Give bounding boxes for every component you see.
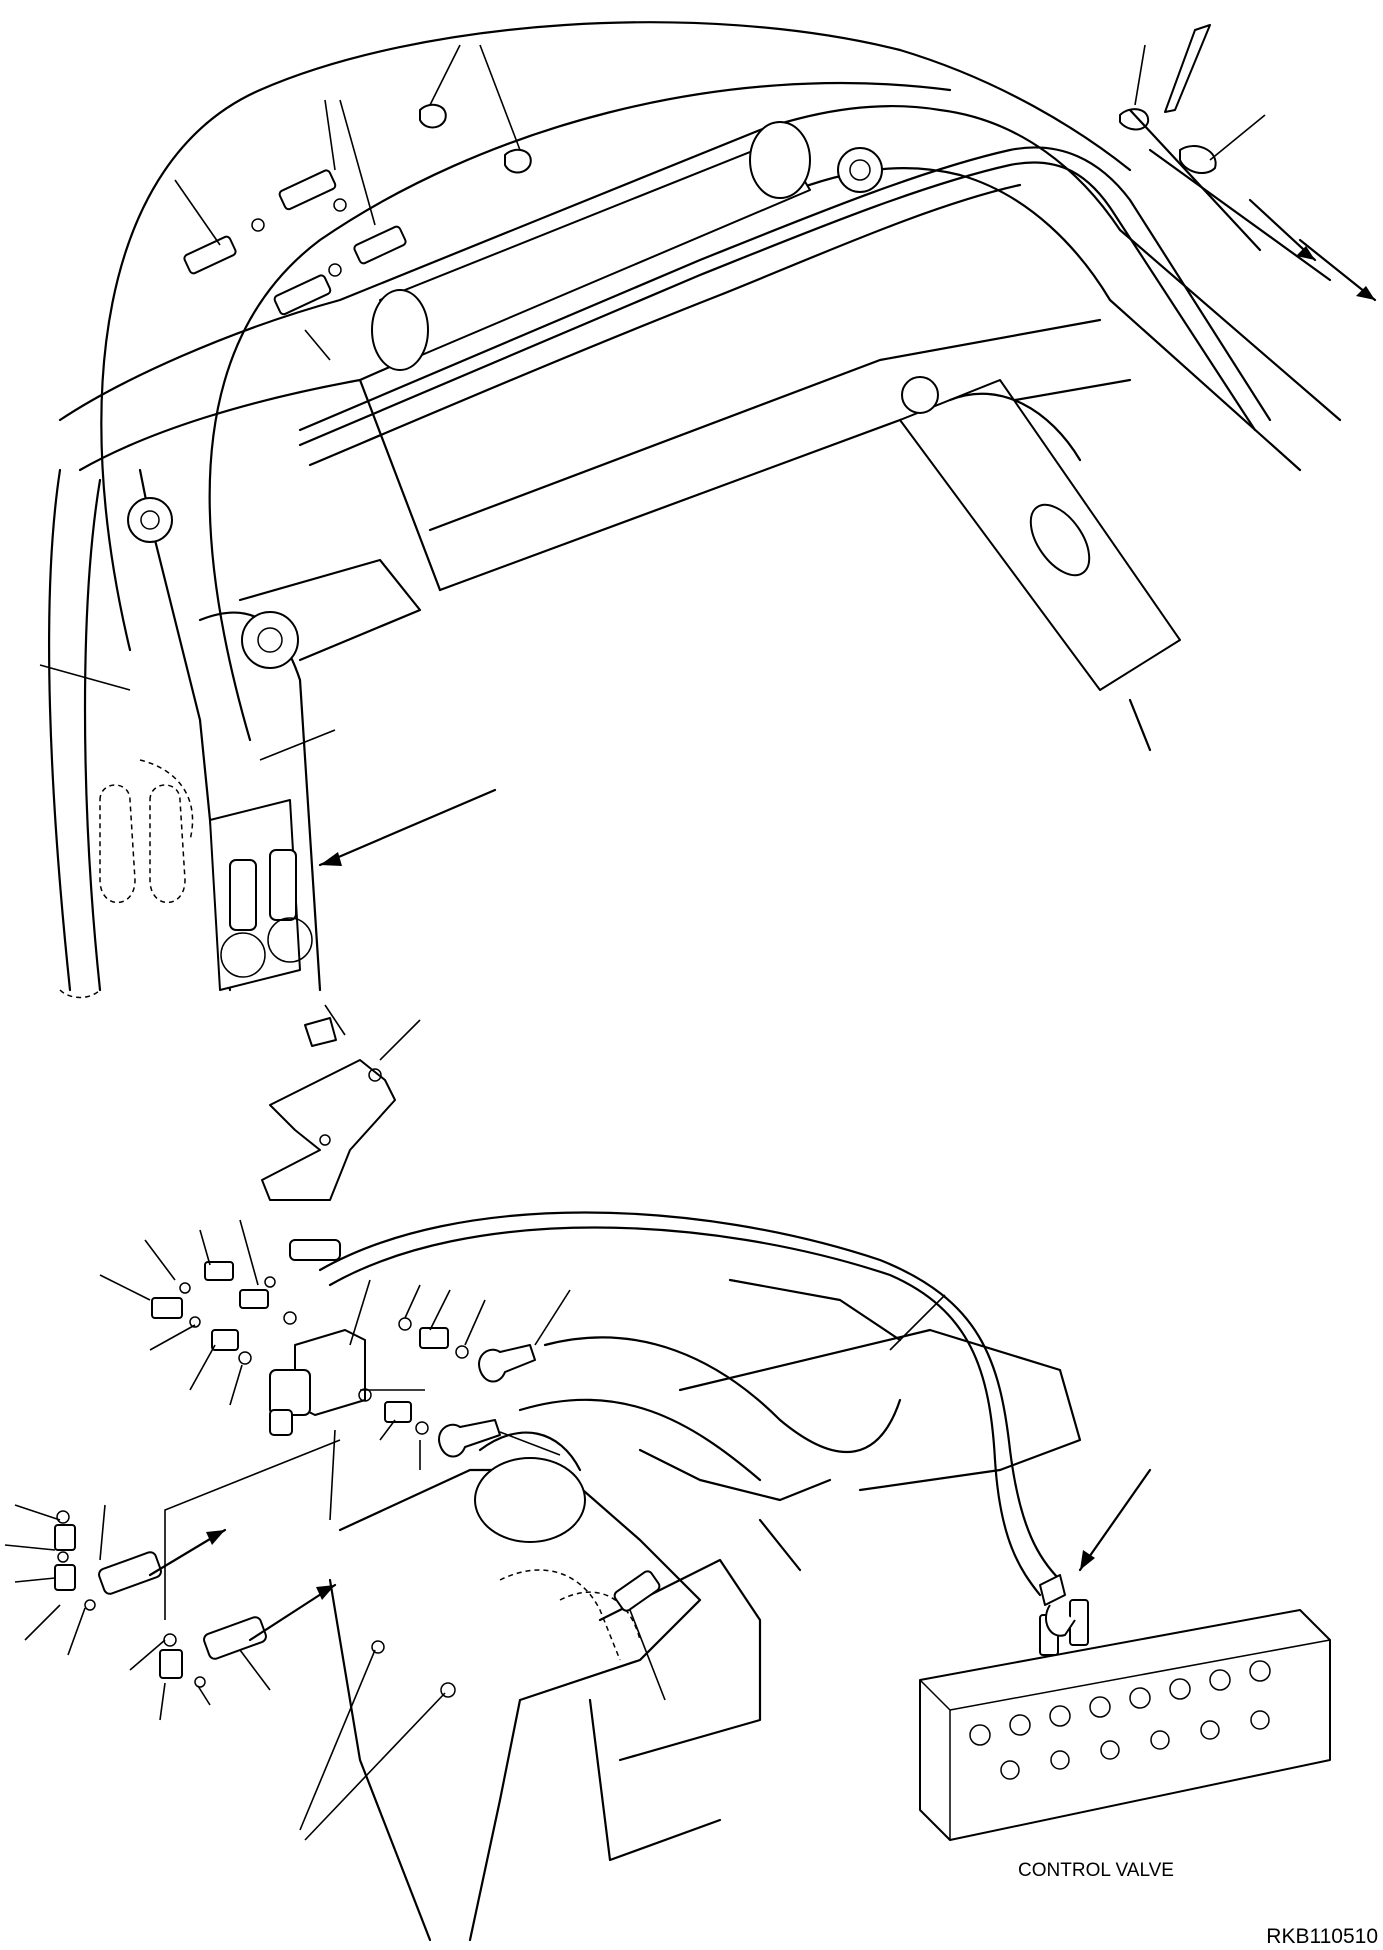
hose-fitting-4	[273, 274, 332, 316]
control-valve-label: CONTROL VALVE	[1018, 1860, 1174, 1881]
hose-fitting-2	[278, 169, 337, 211]
control-valve	[919, 1599, 1331, 1841]
fittings-lower	[54, 1239, 661, 1698]
quick-coupler-right	[267, 849, 313, 963]
drawing-code-label: RKB110510	[1266, 1925, 1378, 1948]
solenoid-valve-block	[269, 1329, 366, 1436]
hose-fitting-3	[353, 225, 407, 265]
boom-arm-assembly	[39, 21, 1377, 992]
swing-bracket-assembly	[4, 989, 1331, 1942]
hose-fitting-1	[183, 235, 237, 275]
quick-coupler-left	[220, 859, 266, 978]
